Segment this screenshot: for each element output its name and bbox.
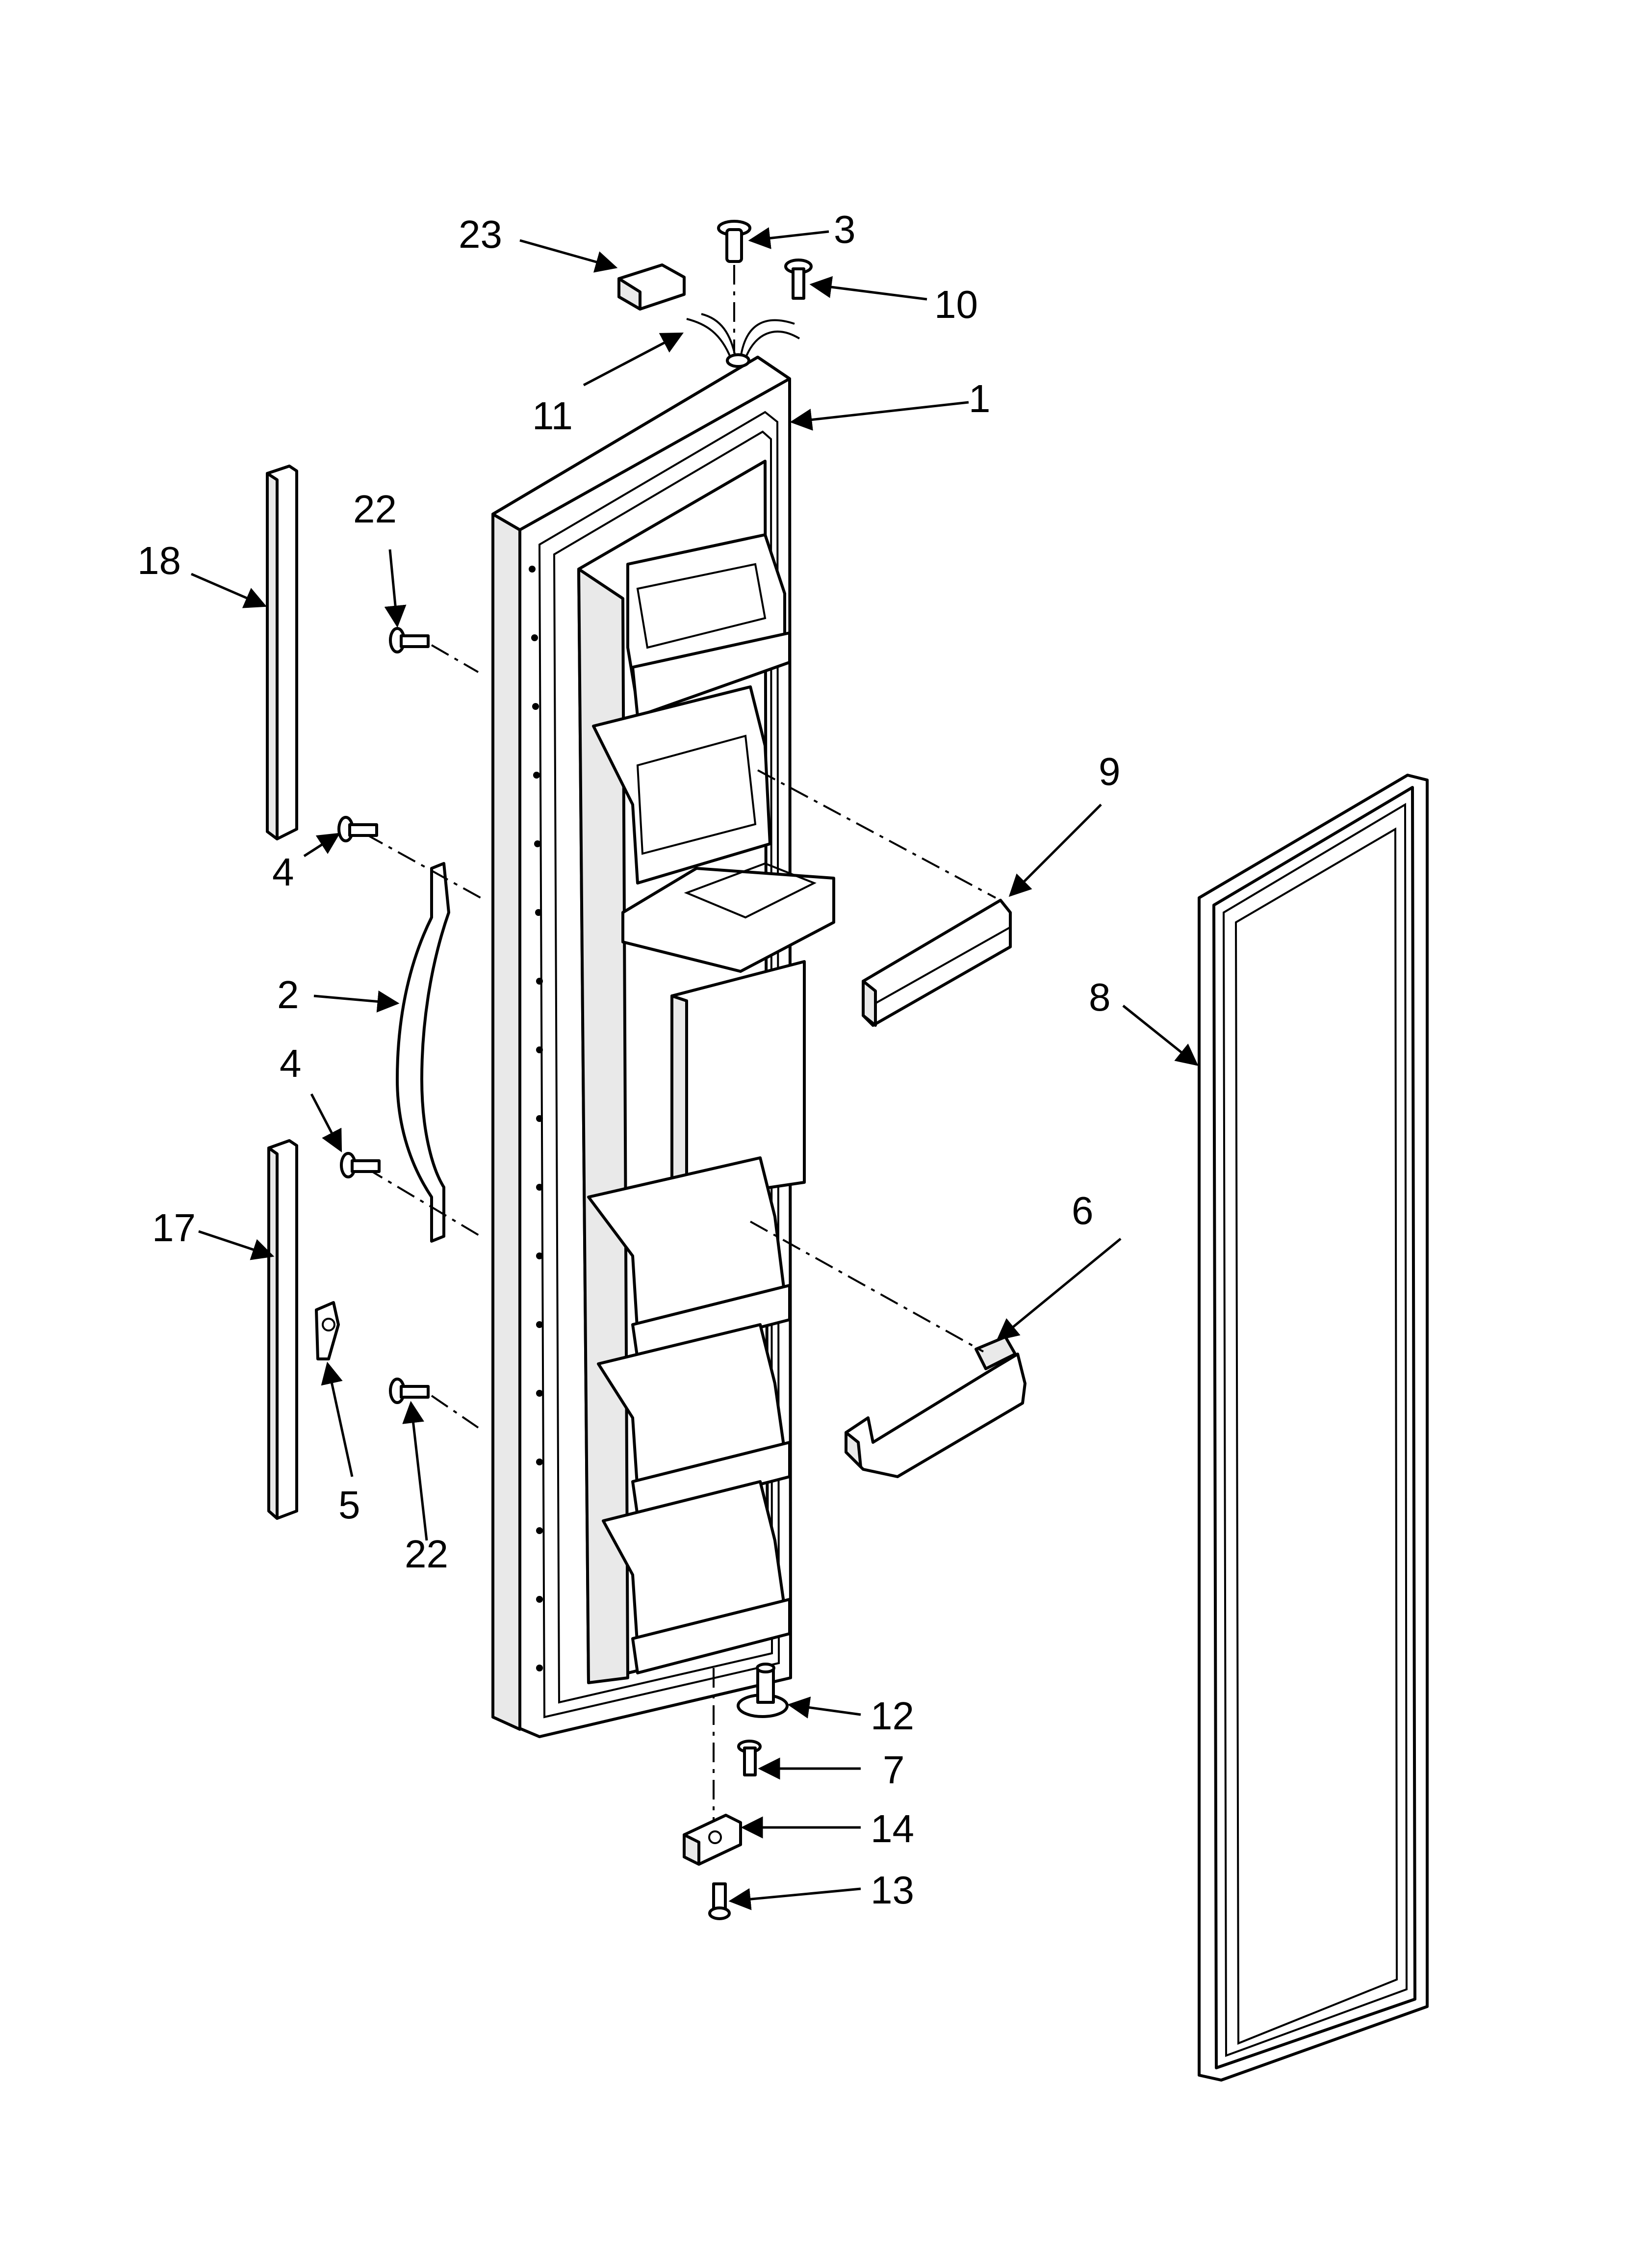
leader-lines bbox=[191, 227, 1199, 1910]
callout-5: 5 bbox=[338, 1483, 360, 1527]
connector-part bbox=[617, 263, 686, 311]
screw-4-bottom bbox=[340, 1152, 381, 1178]
callout-6: 6 bbox=[1072, 1189, 1094, 1232]
callout-14: 14 bbox=[871, 1807, 914, 1851]
gasket-ridge bbox=[529, 566, 543, 1671]
lower-bin-3 bbox=[602, 1480, 791, 1674]
callout-4-bottom: 4 bbox=[280, 1042, 302, 1085]
lower-bin-1 bbox=[587, 1156, 791, 1360]
callout-18: 18 bbox=[137, 539, 181, 582]
wiring-harness bbox=[686, 313, 800, 368]
lower-bin-2 bbox=[597, 1323, 791, 1517]
handle-part bbox=[396, 862, 450, 1243]
bin-part bbox=[845, 1335, 1026, 1478]
rail-part bbox=[862, 899, 1012, 1027]
callout-23: 23 bbox=[459, 212, 502, 256]
callout-9: 9 bbox=[1099, 750, 1121, 793]
screw-22-bottom bbox=[389, 1378, 430, 1404]
callout-22-bottom: 22 bbox=[405, 1532, 448, 1576]
door-assembly bbox=[491, 313, 835, 1738]
rail-axis bbox=[757, 769, 996, 899]
callout-22-top: 22 bbox=[353, 487, 397, 531]
trim-upper bbox=[266, 465, 298, 840]
screw-22-top bbox=[389, 627, 430, 653]
screw-22-bottom-axis bbox=[431, 1395, 479, 1429]
gasket-part bbox=[1198, 774, 1429, 2082]
bin-axis bbox=[750, 1221, 984, 1353]
handle-axis-bottom bbox=[364, 1167, 482, 1237]
bracket-part bbox=[683, 1814, 742, 1866]
screw-22-top-axis bbox=[431, 644, 479, 673]
clip-part bbox=[315, 1301, 340, 1360]
callout-7: 7 bbox=[883, 1748, 905, 1792]
dispenser-housing bbox=[621, 862, 835, 1203]
screw-13 bbox=[708, 1882, 731, 1920]
callout-13: 13 bbox=[871, 1868, 914, 1912]
callout-10: 10 bbox=[934, 283, 978, 326]
screw-4-top bbox=[337, 816, 378, 842]
screw-7 bbox=[737, 1740, 762, 1776]
screw-10 bbox=[784, 259, 813, 300]
callout-11: 11 bbox=[532, 394, 573, 438]
hinge-part bbox=[737, 1663, 789, 1718]
callout-labels: 23 3 10 11 1 18 22 9 4 2 8 4 6 17 5 22 1… bbox=[137, 208, 1121, 1912]
callout-3: 3 bbox=[834, 208, 856, 251]
second-bin bbox=[592, 685, 771, 885]
callout-1: 1 bbox=[969, 377, 991, 420]
callout-17: 17 bbox=[152, 1206, 196, 1250]
plug-part bbox=[717, 220, 751, 263]
trim-lower bbox=[267, 1139, 298, 1520]
upper-bin bbox=[626, 533, 791, 718]
handle-axis-top bbox=[365, 833, 481, 899]
callout-8: 8 bbox=[1089, 975, 1111, 1019]
callout-4-top: 4 bbox=[272, 850, 294, 894]
callout-2: 2 bbox=[277, 973, 299, 1017]
callout-12: 12 bbox=[871, 1694, 914, 1738]
